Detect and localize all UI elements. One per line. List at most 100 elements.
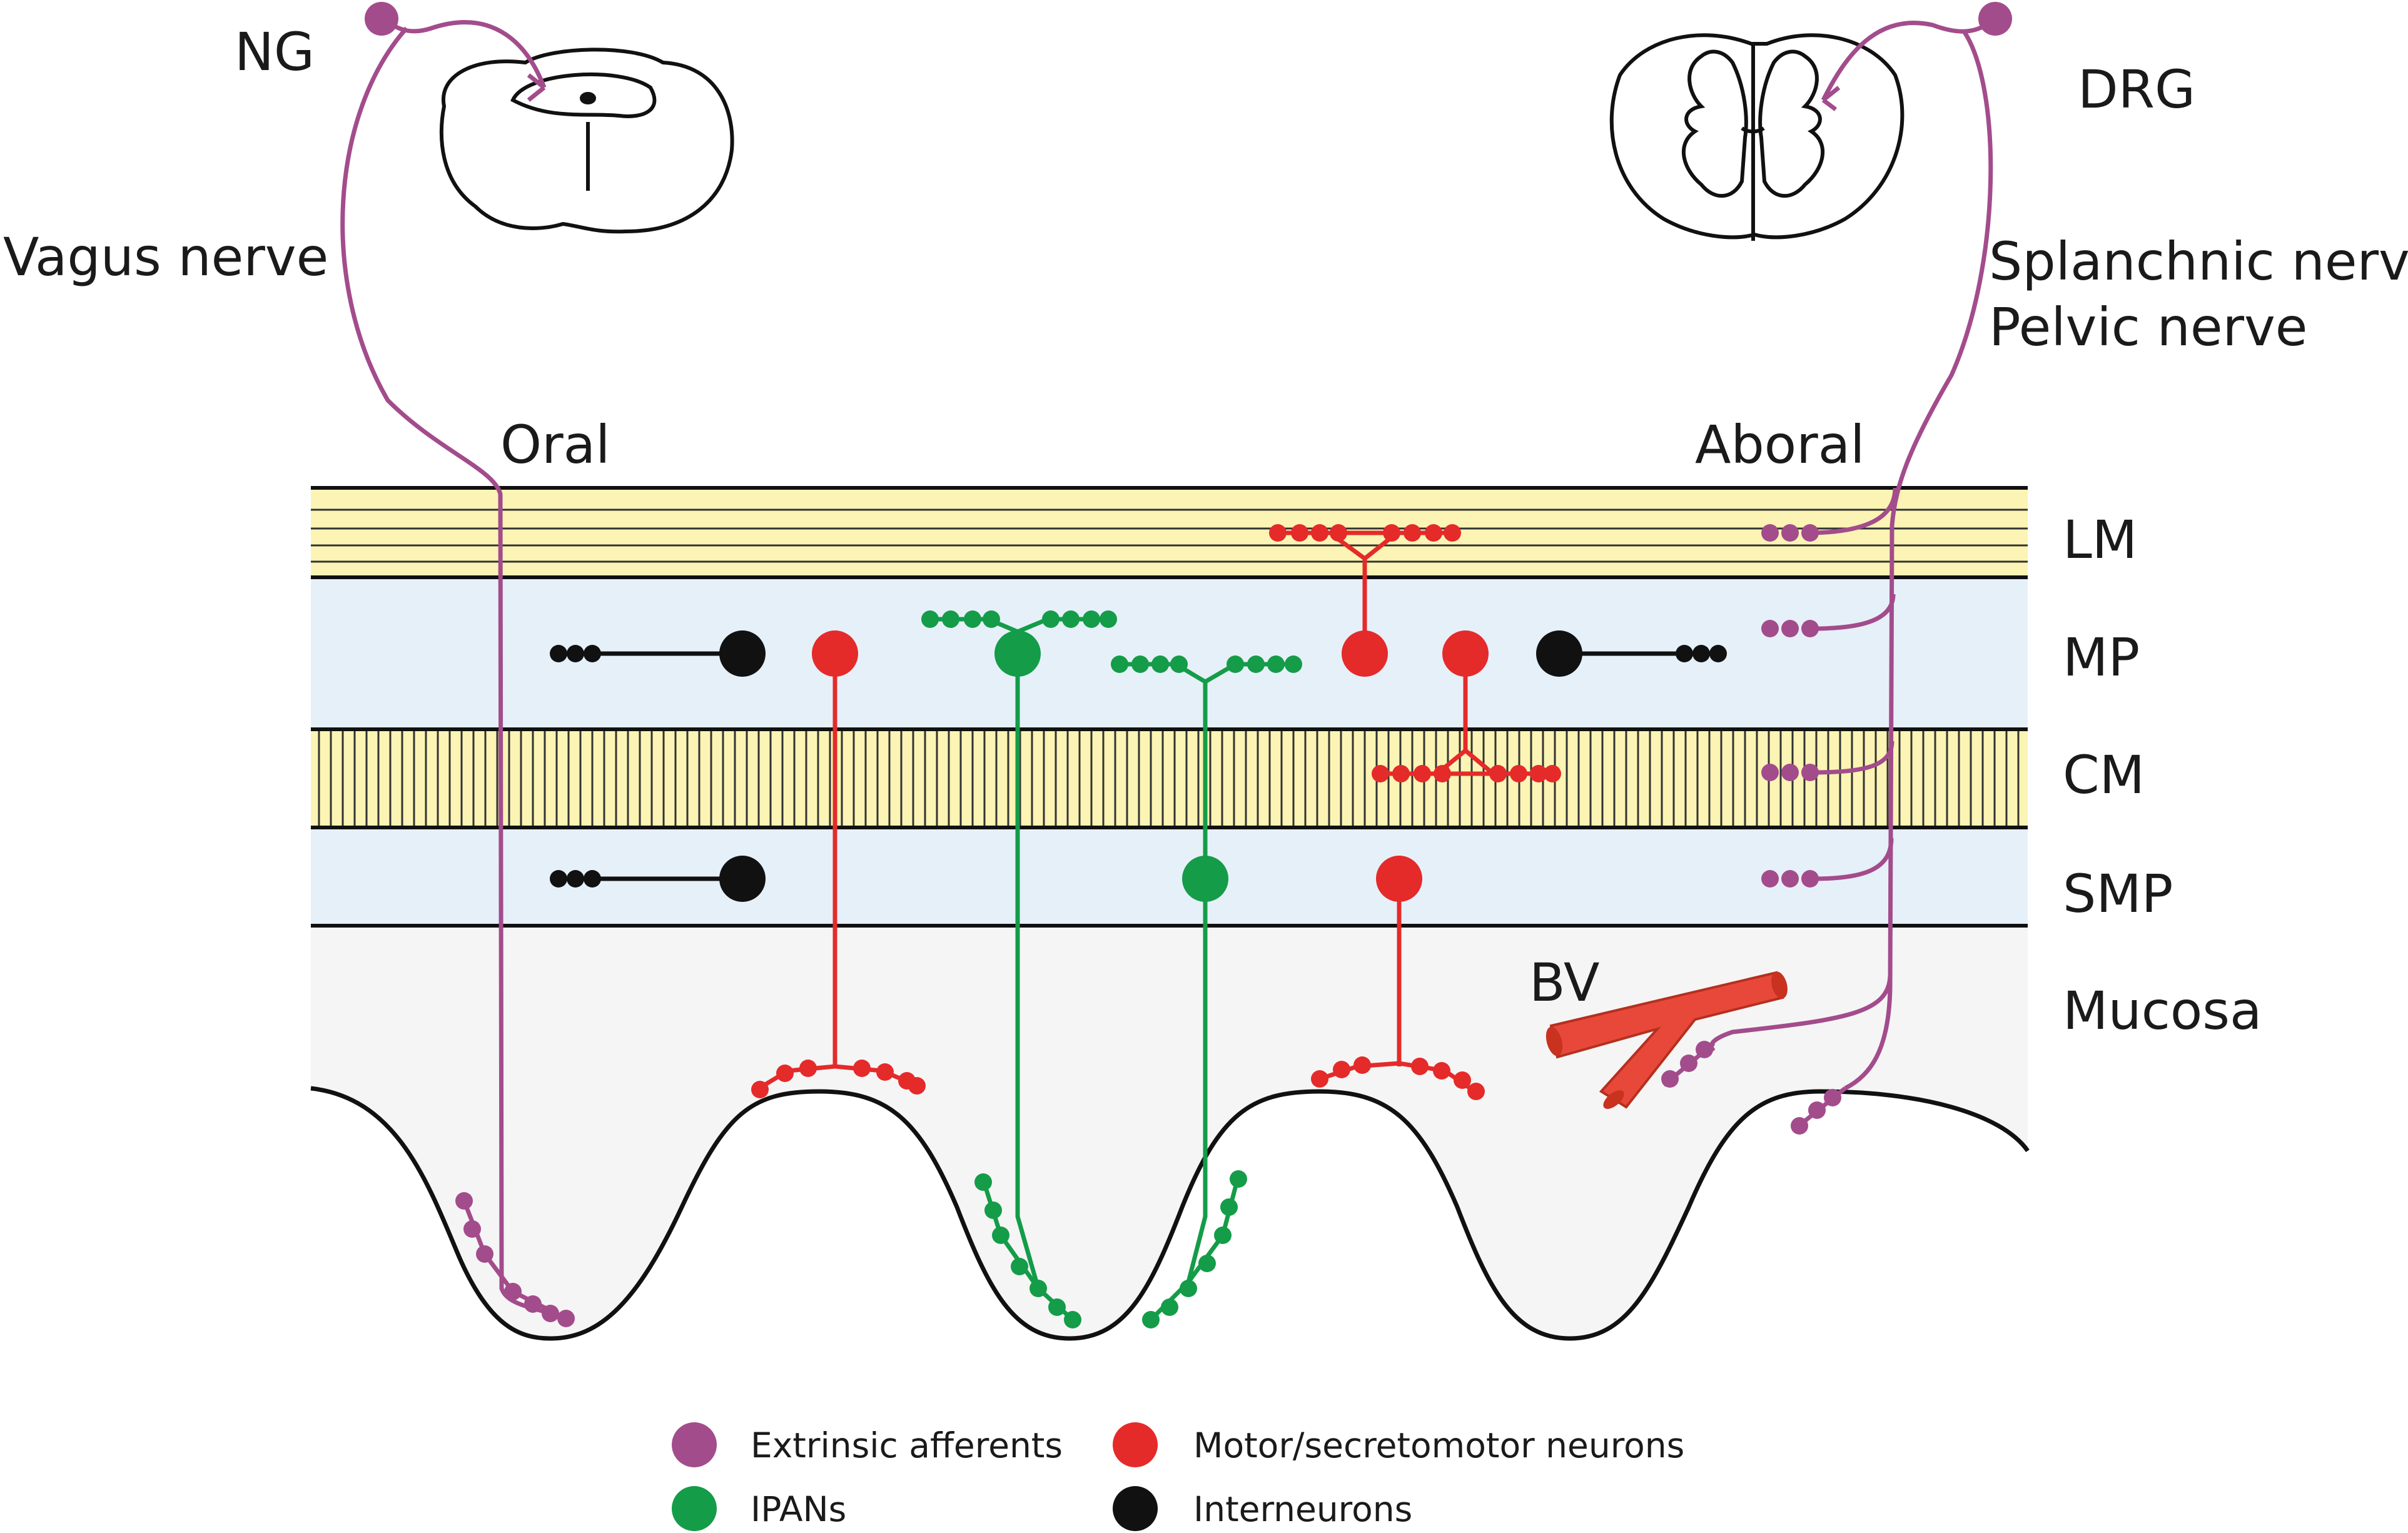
motor-lm-bead: [1291, 524, 1308, 542]
vagus-nerve-label: Vagus nerve: [3, 226, 328, 288]
motor-cm-bead: [1372, 765, 1389, 782]
ipan-smp-dendrite-bead: [1131, 655, 1149, 673]
longitudinal-muscle-lines: [311, 508, 2028, 563]
afferent-lm-bead: [1761, 524, 1779, 542]
afferent-smp-bead: [1781, 870, 1799, 888]
ipan-smp-terminal-bead: [1180, 1280, 1197, 1297]
afferent-cm-bead: [1781, 764, 1799, 781]
motor-cm-bead: [1489, 765, 1507, 782]
legend-motor-swatch: [1113, 1422, 1158, 1467]
motor-cm-soma: [1442, 630, 1489, 677]
ipan-mp-terminal-bead: [1048, 1298, 1066, 1316]
ipan-mp-dendrite-bead: [942, 610, 959, 628]
mp-interneuron-right-bead: [1709, 645, 1727, 662]
ipan-mp-dendrite-bead: [964, 610, 981, 628]
vagus-nerve-fibers: [340, 17, 552, 1316]
ipan-smp-terminal-bead: [1198, 1255, 1216, 1272]
afferent-cm-bead: [1801, 764, 1819, 781]
afferent-lm-bead: [1781, 524, 1799, 542]
oral-label: Oral: [500, 414, 610, 475]
ipan-mp-dendrite-bead: [1083, 610, 1100, 628]
afferent-vagal-terminal-bead: [455, 1192, 473, 1210]
motor-lm-bead: [1404, 524, 1421, 542]
ipan-mp-dendrite-bead: [983, 610, 1000, 628]
afferent-cm-bead: [1761, 764, 1779, 781]
legend-interneuron-label: Interneurons: [1193, 1489, 1412, 1529]
afferent-vagal-terminal-bead: [557, 1310, 575, 1327]
smp-interneuron-bead: [584, 870, 601, 888]
mp-interneuron-right-bead: [1692, 645, 1710, 662]
layer-mucosa-label: Mucosa: [2063, 980, 2262, 1041]
motor-lm-bead: [1269, 524, 1287, 542]
afferent-lm-bead: [1801, 524, 1819, 542]
spinal-nerve-fibers: [1709, 17, 1997, 1091]
ipan-smp-dendrite-bead: [1170, 655, 1188, 673]
afferent-mp-bead: [1781, 620, 1799, 637]
afferent-vagal-terminal-bead: [524, 1295, 542, 1313]
ipan-mp-terminal-bead: [984, 1202, 1002, 1219]
bv-label: BV: [1529, 952, 1600, 1013]
afferent-bv-bead: [1661, 1070, 1679, 1088]
ipan-mp-soma: [994, 630, 1041, 677]
layer-lm-label: LM: [2063, 509, 2137, 570]
ipan-mp-terminal-bead: [1064, 1311, 1081, 1328]
splanchnic-nerve-label: Splanchnic nerve: [1989, 231, 2408, 292]
motor-smp-bead: [1467, 1083, 1485, 1100]
motor-lm-bead: [1444, 524, 1461, 542]
ipan-mp-dendrite-bead: [1062, 610, 1080, 628]
layer-cm-label: CM: [2063, 744, 2145, 806]
mp-interneuron-left-bead: [584, 645, 601, 662]
ipan-mp-dendrite-bead: [1100, 610, 1117, 628]
motor-mp-left-soma: [812, 630, 858, 677]
legend: Extrinsic afferents IPANs Motor/secretom…: [672, 1422, 1684, 1531]
ipan-mp-dendrite-bead: [921, 610, 939, 628]
afferent-vagal-terminal-bead: [504, 1283, 522, 1300]
motor-mp-left-bead: [751, 1081, 769, 1098]
mucosa-villus-outline: [310, 1086, 2030, 1341]
mp-interneuron-left-bead: [567, 645, 584, 662]
legend-interneuron-swatch: [1113, 1486, 1158, 1531]
afferent-vagal-terminal-bead: [463, 1220, 481, 1238]
legend-extrinsic-swatch: [672, 1422, 717, 1467]
motor-mp-left-bead: [776, 1065, 794, 1082]
legend-ipan-label: IPANs: [751, 1489, 846, 1529]
ipan-smp-terminal-bead: [1142, 1311, 1160, 1328]
mp-interneuron-right-bead: [1676, 645, 1693, 662]
ipan-smp-dendrite-bead: [1111, 655, 1128, 673]
mp-interneuron-left-soma: [719, 630, 766, 677]
motor-cm-branch: [1464, 749, 1494, 774]
ipan-smp-terminal-bead: [1214, 1227, 1232, 1244]
brainstem-section-icon: [439, 48, 734, 234]
motor-cm-bead: [1544, 765, 1561, 782]
motor-smp-bead: [1454, 1071, 1471, 1089]
ipan-smp-terminal-bead: [1230, 1170, 1247, 1188]
drg-label: DRG: [2078, 59, 2195, 120]
motor-smp-bead: [1411, 1058, 1429, 1075]
ipan-smp-dendrite-bead: [1267, 655, 1285, 673]
gut-wall-layers: [310, 486, 2030, 1533]
afferent-bv-bead: [1680, 1055, 1697, 1072]
motor-cm-bead: [1434, 765, 1451, 782]
spinal-cord-section-icon: [1609, 33, 1905, 241]
motor-cm-bead: [1510, 765, 1527, 782]
motor-lm-bead: [1425, 524, 1442, 542]
legend-motor-label: Motor/secretomotor neurons: [1193, 1425, 1684, 1465]
ipan-mp-dendrite-bead: [1042, 610, 1060, 628]
smp-interneuron-bead: [550, 870, 567, 888]
motor-cm-bead: [1392, 765, 1410, 782]
motor-mp-left-terminal: [752, 1064, 918, 1094]
motor-lm-soma: [1342, 630, 1388, 677]
motor-smp-soma: [1376, 856, 1422, 902]
motor-smp-bead: [1333, 1061, 1350, 1078]
blood-vessel: [1545, 971, 1788, 1109]
ipan-smp-dendrite-bead: [1247, 655, 1265, 673]
afferent-villus-bead: [1808, 1101, 1826, 1119]
motor-cm-bead: [1414, 765, 1431, 782]
ipan-smp-terminal-bead: [1220, 1198, 1238, 1216]
motor-lm-bead: [1383, 524, 1400, 542]
mp-interneuron-left-bead: [550, 645, 567, 662]
motor-smp-bead: [1353, 1056, 1371, 1074]
motor-smp-bead: [1433, 1062, 1450, 1080]
motor-lm-bead: [1330, 524, 1347, 542]
